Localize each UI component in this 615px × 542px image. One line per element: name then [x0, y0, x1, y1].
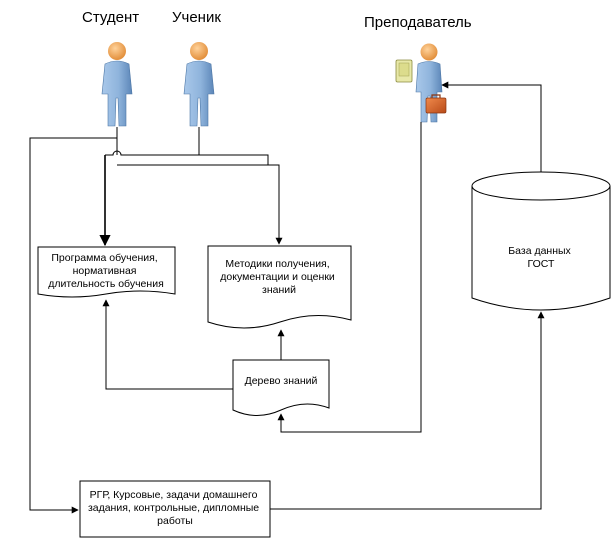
- tasks-line-3: работы: [157, 515, 193, 527]
- teacher-icon: [395, 43, 447, 123]
- connector-tree-to-program: [102, 299, 233, 390]
- program-line-1: Программа обучения,: [51, 252, 157, 264]
- pupil-person-icon: [183, 42, 215, 127]
- actor-label-teacher: Преподаватель: [364, 14, 472, 31]
- knowledge-tree-label: Дерево знаний: [245, 375, 318, 387]
- connector-pupil-to-methods: [199, 154, 269, 165]
- methods-line-2: документации и оценки: [220, 271, 335, 283]
- briefcase-icon: [425, 94, 447, 114]
- database-label: База данных ГОСТ: [508, 245, 573, 270]
- database-cylinder: [471, 171, 611, 311]
- tasks-line-1: РГР, Курсовые, задачи домашнего: [90, 489, 258, 501]
- student-person-icon: [101, 42, 133, 127]
- actor-label-student: Студент: [82, 9, 139, 26]
- program-document: [37, 246, 176, 298]
- program-line-2: нормативная: [73, 265, 137, 277]
- connector-teacher-to-tree: [277, 122, 422, 433]
- database-line-1: База данных: [508, 245, 571, 257]
- methods-document: [207, 245, 352, 329]
- tasks-box: [79, 480, 271, 538]
- connector-student-to-tasks: [29, 137, 117, 514]
- methods-line-1: Методики получения,: [225, 258, 329, 270]
- methods-label: Методики получения, документации и оценк…: [220, 258, 337, 296]
- connector-branch-to-methods: [117, 164, 283, 245]
- connector-tasks-to-database: [270, 311, 545, 510]
- connector-database-to-teacher: [441, 81, 542, 172]
- actor-label-pupil: Ученик: [172, 9, 221, 26]
- knowledge-tree-document: [232, 359, 330, 416]
- tablet-icon: [395, 59, 413, 83]
- connector-pupil-branch: [105, 127, 200, 156]
- methods-line-3: знаний: [262, 284, 296, 296]
- tasks-label: РГР, Курсовые, задачи домашнего задания,…: [88, 489, 262, 527]
- program-line-3: длительность обучения: [48, 278, 164, 290]
- program-label: Программа обучения, нормативная длительн…: [48, 252, 164, 290]
- database-line-2: ГОСТ: [528, 258, 555, 270]
- tasks-line-2: задания, контрольные, дипломные: [88, 502, 259, 514]
